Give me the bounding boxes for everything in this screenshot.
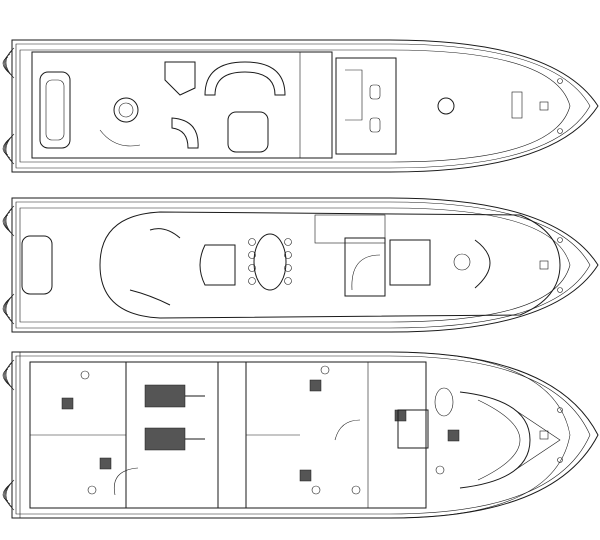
engine [144, 384, 186, 408]
galley [314, 214, 386, 244]
shower [309, 379, 322, 392]
corner-sofa [164, 61, 196, 96]
hull-outline [11, 197, 599, 333]
dining-chair [284, 251, 292, 259]
bollard [557, 78, 563, 84]
u-sofa [204, 61, 286, 96]
dining-chair [248, 277, 256, 285]
dining-table [253, 233, 287, 291]
anchor-hatch [539, 260, 549, 270]
toilet [320, 365, 330, 375]
deck-edge [19, 351, 571, 519]
bollard [557, 287, 563, 293]
dining-chair [248, 264, 256, 272]
hull-outline [11, 39, 599, 173]
bollard [557, 407, 563, 413]
spiral-stairs [351, 254, 381, 291]
shower [299, 469, 312, 482]
saloon-outline [99, 211, 561, 319]
deck-edge [19, 207, 571, 323]
stern-steps [2, 139, 9, 156]
toilet [80, 370, 90, 380]
stern-steps [2, 299, 9, 316]
toilet [311, 485, 321, 495]
stair-well [344, 237, 386, 297]
table [227, 111, 269, 153]
stern-steps [2, 485, 9, 502]
helm-station [335, 57, 397, 155]
wheelhouse-console [474, 239, 491, 289]
hull-rail [15, 201, 591, 329]
dining-chair [284, 277, 292, 285]
tender [39, 71, 71, 149]
toilet [351, 485, 361, 495]
master-bed [397, 409, 429, 449]
stern-steps [3, 297, 11, 319]
stern-steps [3, 53, 11, 75]
dining-chair [284, 264, 292, 272]
spiral-stairs [334, 419, 361, 441]
stairs [99, 129, 141, 147]
bollard [557, 237, 563, 243]
stern-steps [2, 214, 9, 231]
jacuzzi-inner [118, 102, 134, 118]
anchor-hatch [539, 430, 549, 440]
stern-steps [3, 211, 11, 233]
deck-plan-lower [2, 351, 599, 519]
dining-chair [284, 238, 292, 246]
stern-steps [3, 365, 11, 387]
shower [394, 409, 407, 422]
hull-rail [15, 355, 591, 515]
bollard [557, 128, 563, 134]
dining-chair [248, 238, 256, 246]
stern-steps [2, 56, 9, 73]
toilet [87, 485, 97, 495]
deck-plan-main [2, 197, 599, 333]
anchor-hatch [539, 101, 549, 111]
vip-cabin [459, 391, 531, 489]
cabin-outline [31, 51, 333, 159]
tender-inner [45, 79, 65, 141]
stairs [113, 467, 139, 496]
helm-chair [453, 253, 471, 271]
bollard [557, 457, 563, 463]
jacuzzi [113, 97, 139, 123]
vip-bed [477, 399, 521, 481]
deck-plan-upper [2, 39, 599, 173]
stern-steps [2, 368, 9, 385]
engine [144, 427, 186, 451]
shower [447, 429, 460, 442]
deck-edge [19, 49, 571, 163]
dining-chair [248, 251, 256, 259]
chain-locker [514, 409, 561, 471]
hull-rail [15, 43, 591, 169]
console [345, 69, 363, 121]
helm-seat [369, 84, 381, 100]
mast [437, 97, 455, 115]
skylight [511, 91, 523, 119]
shower [61, 397, 74, 410]
bathtub [434, 387, 454, 417]
bed [389, 239, 431, 286]
armchair [149, 228, 181, 239]
stern-steps [3, 137, 11, 159]
tank-room [217, 361, 247, 509]
shower [99, 457, 112, 470]
curved-sofa [129, 289, 171, 306]
toilet [435, 465, 445, 475]
helm-seat [369, 117, 381, 133]
sofa [199, 244, 236, 286]
stern-steps [3, 483, 11, 505]
curved-bar [171, 117, 199, 149]
aft-sofa [21, 235, 53, 295]
